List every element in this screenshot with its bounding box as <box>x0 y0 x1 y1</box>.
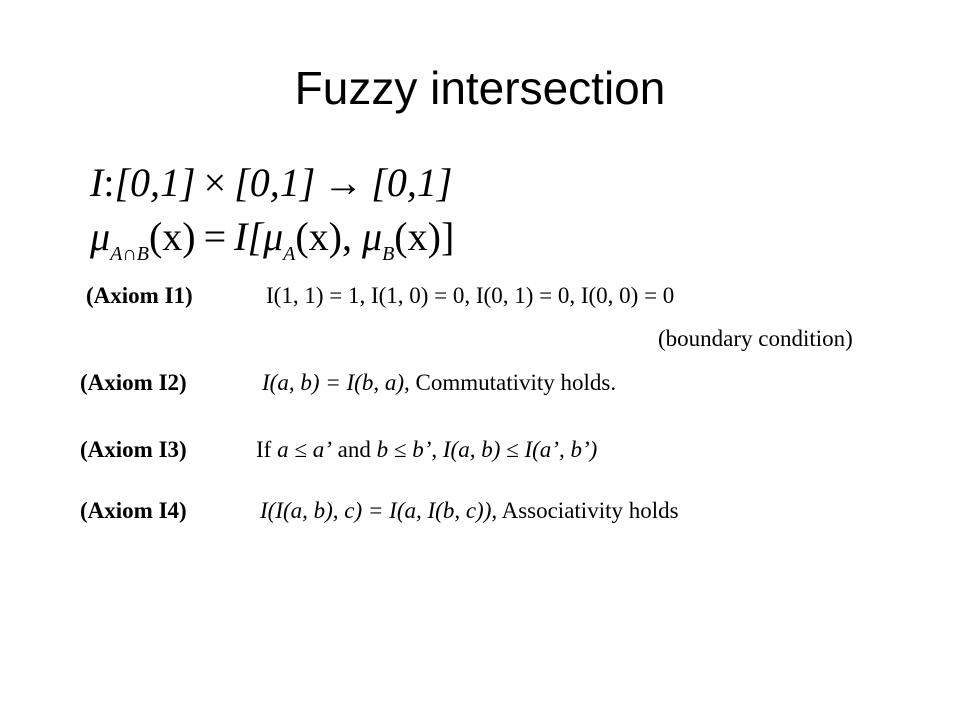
formula-sub-ab: A∩B <box>110 243 149 265</box>
formula-colon: : <box>103 160 115 205</box>
formula-arg-b: (x)] <box>394 214 455 259</box>
formula-mu-a: μ <box>263 214 284 259</box>
axiom-i3-cond1: a ≤ a’ <box>277 437 332 462</box>
axiom-i3-comma: , <box>431 437 443 462</box>
formula-sub-b: B <box>382 243 395 265</box>
formula-sub-a: A <box>283 243 296 265</box>
axiom-i3-if: If <box>256 437 278 462</box>
formula-arg-a: (x), <box>295 214 352 259</box>
axiom-i2-label: (Axiom I2) <box>80 370 187 395</box>
formula-mapping: I:[0,1]×[0,1]→[0,1] <box>90 160 452 206</box>
axiom-i2: (Axiom I2) I(a, b) = I(b, a), Commutativi… <box>80 368 616 398</box>
axiom-i1: (Axiom I1) I(1, 1) = 1, I(1, 0) = 0, I(0,… <box>86 281 674 311</box>
formula-equals: = <box>203 214 227 259</box>
formula-arg: (x) <box>148 214 196 259</box>
formula-membership: μA∩B(x)=I[μA(x), μB(x)] <box>90 214 454 277</box>
formula-arrow: → <box>323 160 364 205</box>
axiom-i2-expr: I(a, b) = I(b, a), <box>262 370 410 395</box>
formula-rhs-open: I[ <box>234 214 264 259</box>
axiom-i3-and: and <box>331 437 377 462</box>
slide-title: Fuzzy intersection <box>294 62 666 114</box>
formula-domain-b: [0,1] <box>234 160 316 205</box>
formula-mu-b: μ <box>362 214 383 259</box>
formula-times: × <box>203 160 227 205</box>
axiom-i2-text: Commutativity holds. <box>409 370 617 395</box>
axiom-i1-label: (Axiom I1) <box>86 283 193 308</box>
formula-domain-a: [0,1] <box>114 160 196 205</box>
axiom-i4-expr: I(I(a, b), c) = I(a, I(b, c)), <box>260 498 498 523</box>
axiom-i4: (Axiom I4) I(I(a, b), c) = I(a, I(b, c)),… <box>80 496 679 526</box>
axiom-i3: (Axiom I3) If a ≤ a’ and b ≤ b’, I(a, b) … <box>80 435 597 465</box>
axiom-i4-label: (Axiom I4) <box>80 498 187 523</box>
formula-fn: I <box>90 160 104 205</box>
axiom-i1-text: I(1, 1) = 1, I(1, 0) = 0, I(0, 1) = 0, I… <box>266 283 675 308</box>
axiom-i3-label: (Axiom I3) <box>80 437 187 462</box>
axiom-i1-note: (boundary condition) <box>658 326 853 351</box>
formula-mu: μ <box>90 214 111 259</box>
formula-range: [0,1] <box>371 160 453 205</box>
axiom-i4-text: Associativity holds <box>497 498 679 523</box>
axiom-i3-result: I(a, b) ≤ I(a’, b’) <box>442 437 598 462</box>
axiom-i3-cond2: b ≤ b’ <box>376 437 432 462</box>
